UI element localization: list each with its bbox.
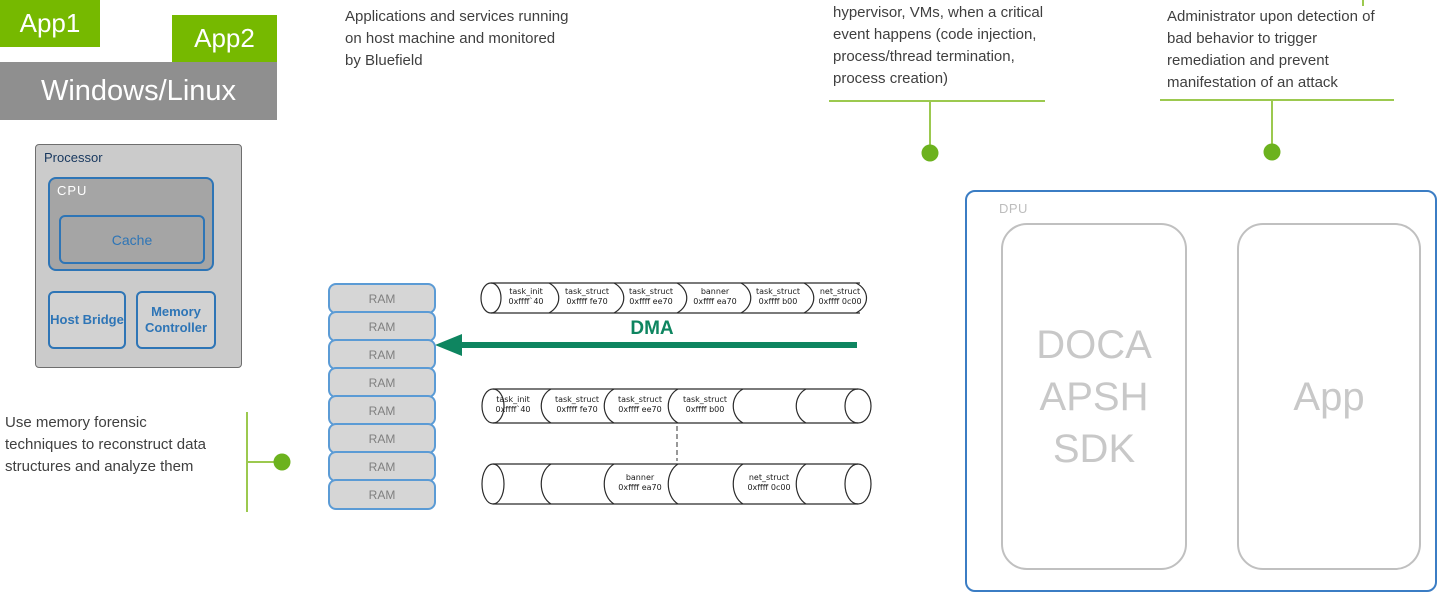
- callout-events-connector: [829, 100, 1045, 162]
- ram-block: RAM: [328, 311, 436, 342]
- annotation-events: hypervisor, VMs, when a critical event h…: [833, 4, 1044, 87]
- cylinder-middle: [481, 388, 872, 424]
- callout-admin-connector: [1160, 99, 1394, 161]
- annotation-apps: Applications and services running on hos…: [345, 8, 569, 69]
- host-bridge-box: Host Bridge: [48, 291, 126, 349]
- os-box: Windows/Linux: [0, 62, 277, 120]
- processor-label: Processor: [44, 150, 103, 165]
- cpu-label: CPU: [57, 183, 88, 198]
- cylinder-top: [480, 282, 868, 314]
- ram-block: RAM: [328, 339, 436, 370]
- callout-forensics-connector: [246, 412, 291, 512]
- ram-block: RAM: [328, 367, 436, 398]
- dpu-app-box: App: [1237, 223, 1421, 570]
- annotation-admin: Administrator upon detection of bad beha…: [1167, 8, 1375, 91]
- ram-block: RAM: [328, 479, 436, 510]
- cylinder-bottom: [481, 463, 872, 505]
- app1-box: App1: [0, 0, 100, 47]
- ram-block: RAM: [328, 395, 436, 426]
- dpu-box: DPU DOCA APSH SDK App: [965, 190, 1437, 592]
- annotation-forensics: Use memory forensic techniques to recons…: [5, 414, 206, 475]
- doca-apsh-sdk-box: DOCA APSH SDK: [1001, 223, 1187, 570]
- cache-box: Cache: [59, 215, 205, 264]
- doca-apsh-sdk-label: DOCA APSH SDK: [1036, 322, 1152, 471]
- dma-label: DMA: [630, 318, 674, 339]
- ram-block: RAM: [328, 423, 436, 454]
- ram-block: RAM: [328, 283, 436, 314]
- cpu-box: CPU Cache: [48, 177, 214, 271]
- app2-box: App2: [172, 15, 277, 62]
- ram-block: RAM: [328, 451, 436, 482]
- dpu-label: DPU: [999, 201, 1028, 216]
- dpu-app-label: App: [1293, 374, 1365, 419]
- dma-arrow: [435, 334, 857, 356]
- memory-controller-box: Memory Controller: [136, 291, 216, 349]
- processor-box: Processor CPU Cache Host Bridge Memory C…: [35, 144, 242, 368]
